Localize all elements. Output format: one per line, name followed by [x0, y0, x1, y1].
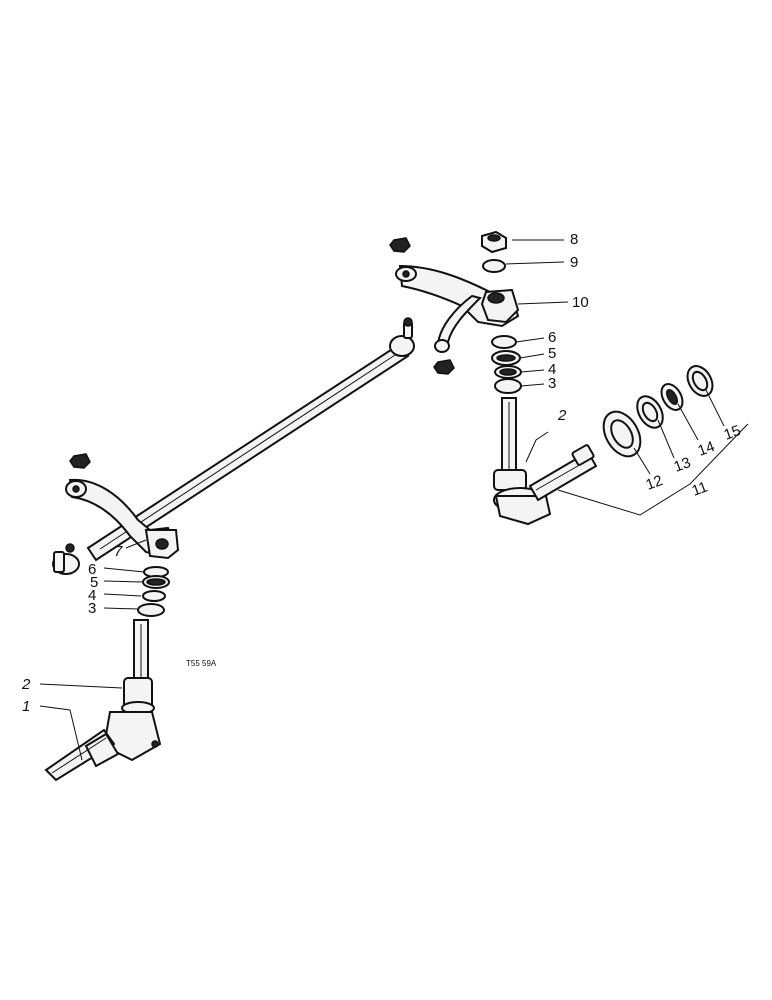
- tie-rod: [52, 317, 415, 575]
- callout-3-left: 3: [88, 600, 96, 617]
- thrust-bearing-stack-left: [137, 566, 170, 617]
- callout-8: 8: [570, 231, 578, 248]
- callout-9: 9: [570, 254, 578, 271]
- hub-seal: [602, 410, 642, 458]
- callout-15: 15: [722, 422, 743, 444]
- hub-bearing-set: [636, 365, 714, 429]
- callout-6-right: 6: [548, 329, 556, 346]
- callout-4-right: 4: [548, 361, 556, 378]
- tie-rod-end-right: [389, 317, 415, 357]
- callout-4-left: 4: [88, 587, 96, 604]
- nut-left: [69, 453, 91, 469]
- callout-1: 1: [22, 698, 30, 715]
- steering-arm-right: [395, 264, 520, 353]
- nut-small-top: [389, 237, 411, 253]
- tie-rod-end-left: [52, 543, 80, 575]
- thrust-bearing-stack-right: [491, 335, 522, 394]
- callout-14: 14: [696, 438, 717, 460]
- steering-arm-left: [65, 478, 180, 560]
- steering-spindle-right: [493, 397, 598, 526]
- nut: [481, 230, 507, 254]
- washer: [482, 259, 506, 273]
- callout-7: 7: [114, 543, 123, 560]
- callout-10: 10: [572, 294, 589, 311]
- callout-12: 12: [644, 472, 665, 494]
- callout-labels: 1 2 3 4 5 6 7 8 9 10 6 5 4 3 2 12 13 14 …: [21, 231, 743, 715]
- callout-3-right: 3: [548, 375, 556, 392]
- callout-6-left: 6: [88, 561, 96, 578]
- callout-11: 11: [690, 478, 710, 499]
- nut-small-bottom: [433, 359, 455, 375]
- callout-2-left: 2: [21, 676, 31, 693]
- callout-5-left: 5: [90, 574, 98, 591]
- leader-lines: [39, 239, 749, 761]
- callout-5-right: 5: [548, 345, 556, 362]
- callout-13: 13: [672, 454, 693, 476]
- figure-reference: T55 59A: [186, 659, 217, 668]
- steering-spindle-left: [44, 619, 162, 782]
- callout-2-right: 2: [557, 407, 567, 424]
